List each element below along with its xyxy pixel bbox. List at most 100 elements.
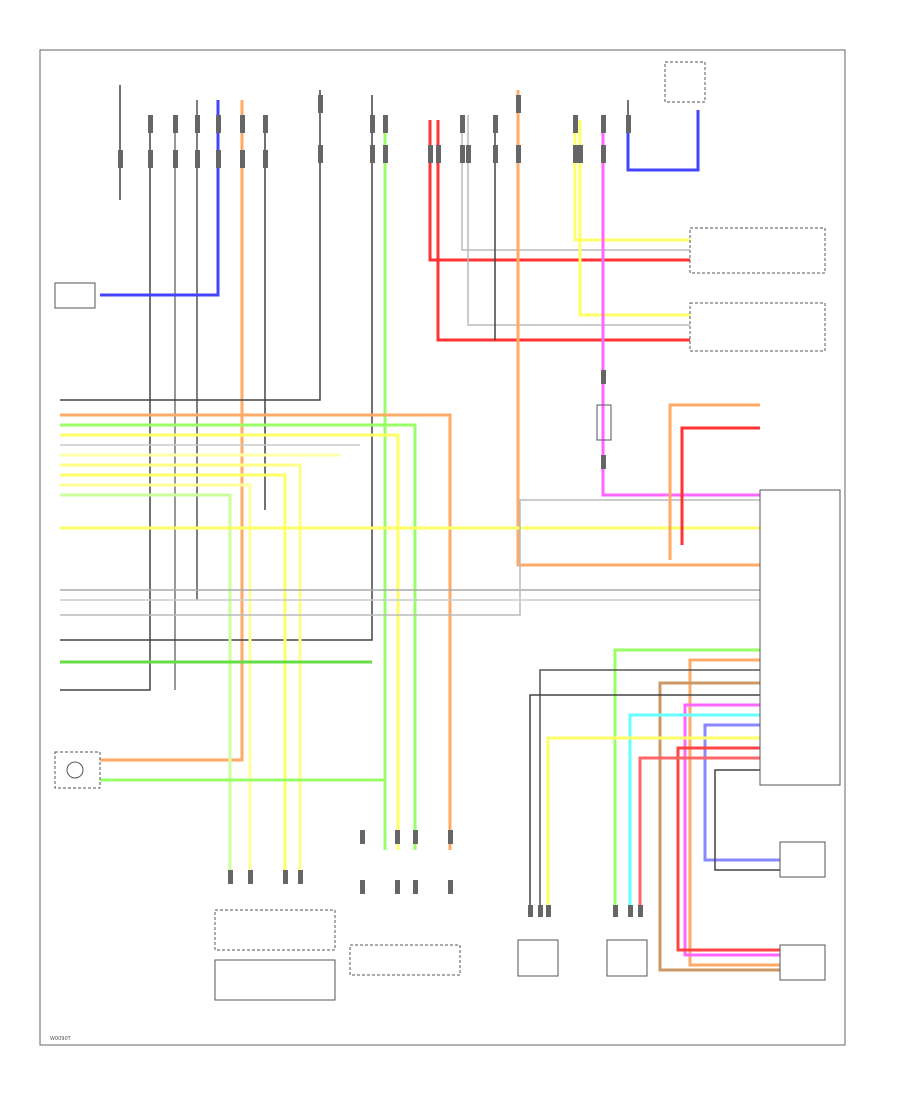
component-box [606, 939, 648, 977]
wire-gray-h3 [60, 499, 760, 616]
connector-stub [263, 115, 268, 133]
wire-orange-mid [516, 90, 760, 567]
wire-red-mid-2 [436, 120, 690, 342]
wire-green-h2 [60, 493, 232, 870]
connector-stub [613, 905, 618, 917]
connector-stub [460, 115, 465, 133]
diagram-border [39, 49, 846, 1046]
component-box [779, 944, 826, 981]
connector-stub [318, 95, 323, 113]
wire-orange-r1 [668, 403, 760, 560]
connector-stub [228, 870, 233, 884]
connector-stub [428, 145, 433, 163]
wire-orange-h1 [60, 413, 452, 850]
wire-black-5 [60, 90, 321, 401]
wire-green-r1 [613, 648, 760, 910]
wire-yellow-h3 [60, 463, 302, 870]
connector-stub [578, 145, 583, 163]
connector-stub [493, 115, 498, 133]
connector-stub [195, 115, 200, 133]
connector-stub [383, 115, 388, 133]
connector-stub [601, 455, 606, 469]
component-box [596, 404, 612, 441]
wire-blue-right [626, 110, 700, 172]
wire-white-mid-2 [467, 115, 690, 326]
component-box [349, 944, 461, 976]
connector-stub [516, 95, 521, 113]
component-box [517, 939, 559, 977]
wire-yellow-r1 [546, 736, 760, 910]
connector-stub [360, 880, 365, 894]
connector-stub [118, 150, 123, 168]
top-wire-group [60, 85, 760, 850]
component-box [214, 909, 336, 951]
wire-pink-r2 [638, 756, 760, 910]
connector-stub [573, 145, 578, 163]
component-box [54, 751, 101, 789]
wire-yellow-h4 [60, 473, 287, 870]
wire-blue-r1 [703, 723, 780, 862]
wire-black-6 [60, 95, 373, 641]
wire-yellow-h5 [60, 483, 252, 870]
connector-stub-group [118, 95, 631, 469]
sensor-icon [66, 761, 84, 779]
connector-stub [173, 150, 178, 168]
connector-stub [263, 150, 268, 168]
connector-stub [448, 830, 453, 844]
connector-stub [413, 830, 418, 844]
connector-stub [383, 145, 388, 163]
horizontal-wire-group [60, 413, 760, 870]
connector-stub [240, 115, 245, 133]
bottom-connector-group [228, 830, 643, 917]
wire-blue-top [100, 100, 220, 297]
component-box [54, 282, 96, 309]
connector-stub [528, 905, 533, 917]
connector-stub [318, 145, 323, 163]
wire-black-2 [60, 115, 151, 691]
connector-stub [460, 145, 465, 163]
connector-stub [240, 150, 245, 168]
component-box [214, 959, 336, 1001]
connector-stub [283, 870, 288, 884]
connector-stub [195, 150, 200, 168]
connector-stub [601, 145, 606, 163]
wire-black-r3 [714, 769, 780, 871]
connector-stub [546, 905, 551, 917]
wire-black-r1 [539, 669, 760, 910]
component-box [664, 61, 706, 103]
connector-stub [628, 905, 633, 917]
connector-stub [493, 145, 498, 163]
connector-stub [466, 145, 471, 163]
connector-stub [516, 145, 521, 163]
wire-brown-r1 [658, 681, 780, 972]
wire-orange-r2 [688, 658, 780, 967]
connector-stub [216, 150, 221, 168]
connector-stub [148, 115, 153, 133]
connector-stub [298, 870, 303, 884]
wire-black-r2 [529, 694, 760, 910]
connector-stub [360, 830, 365, 844]
component-box [779, 841, 826, 878]
wire-orange-top [100, 100, 244, 762]
wire-yellow-right [573, 120, 690, 242]
connector-stub [216, 115, 221, 133]
connector-stub [626, 115, 631, 133]
connector-stub [370, 115, 375, 133]
wire-cyan-r1 [628, 713, 760, 910]
connector-stub [370, 145, 375, 163]
connector-stub [638, 905, 643, 917]
connector-stub [601, 370, 606, 384]
component-box [689, 227, 826, 274]
wire-green-h1 [60, 423, 417, 850]
control-module [759, 489, 841, 786]
wire-pink-right [601, 120, 760, 497]
right-module-wire-group [529, 403, 780, 972]
wire-red-r1 [680, 426, 760, 545]
connector-stub [448, 880, 453, 894]
wire-red-r2 [676, 746, 780, 952]
component-box [689, 302, 826, 352]
connector-stub [248, 870, 253, 884]
connector-stub [395, 830, 400, 844]
wire-yellow-right-2 [578, 120, 690, 317]
